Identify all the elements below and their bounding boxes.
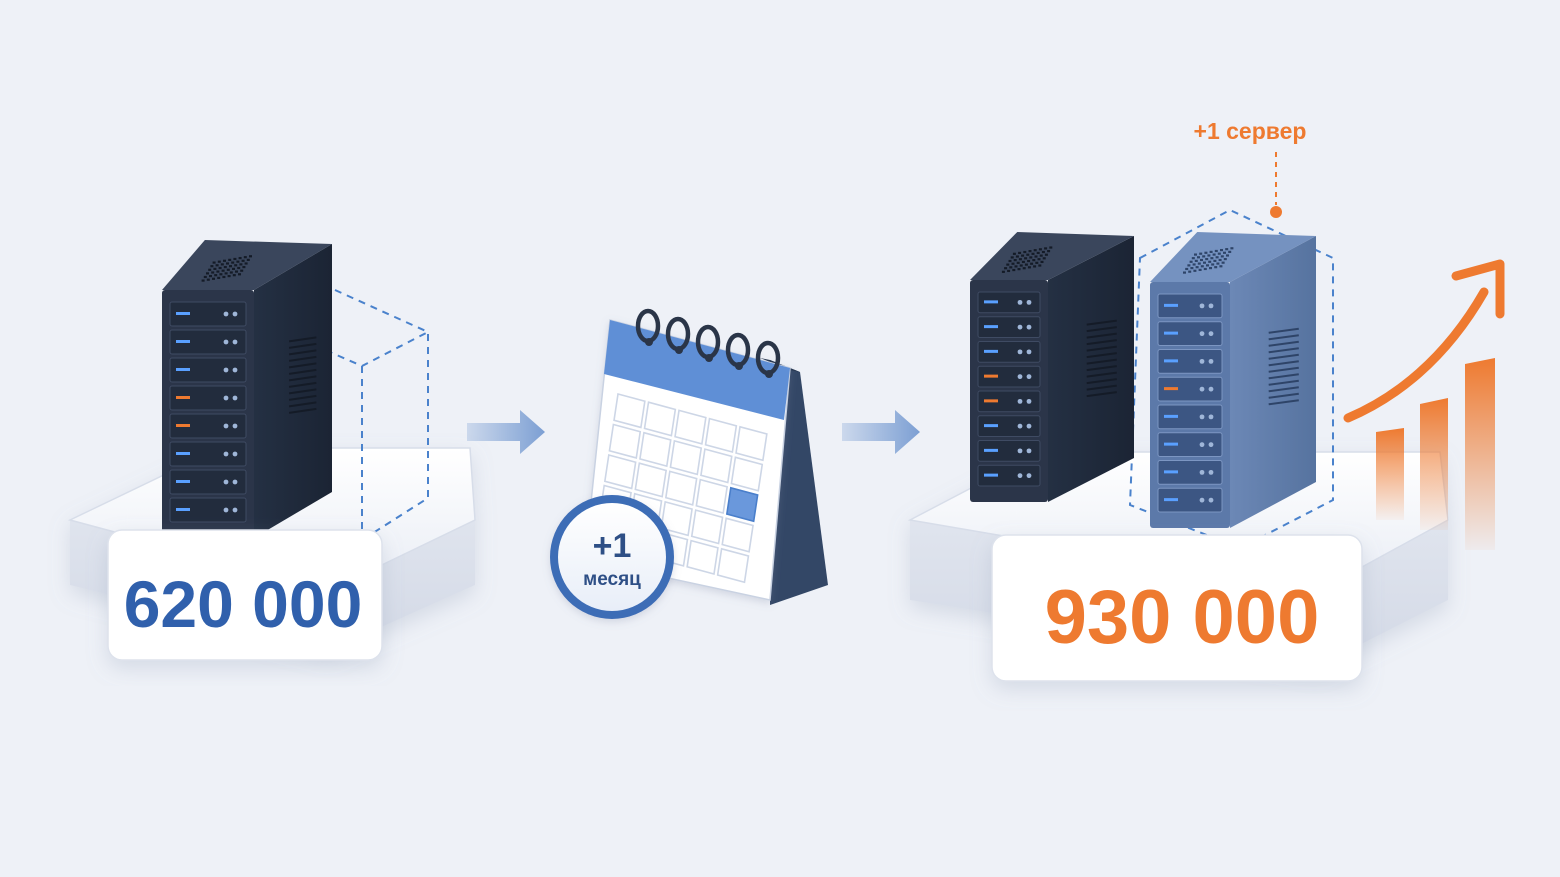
month-badge-unit: месяц [583, 569, 641, 590]
server-rack-icon [162, 240, 332, 538]
month-badge [550, 495, 674, 619]
new-server-outline [1128, 208, 1334, 550]
server-rack-icon [1150, 232, 1316, 528]
new-server-callout: +1 сервер [1194, 118, 1307, 144]
calendar-rings [635, 308, 781, 378]
month-badge-amount: +1 [593, 527, 632, 565]
new-server-callout-line [1270, 152, 1282, 218]
after-value-card [991, 534, 1363, 682]
growth-chart-icon [1343, 259, 1505, 550]
before-value-card [107, 529, 383, 661]
arrow-right-icon [842, 410, 920, 454]
arrow-right-icon [467, 410, 545, 454]
after-value: 930 000 [1045, 575, 1320, 660]
server-rack-icon [970, 232, 1134, 502]
before-value: 620 000 [124, 567, 363, 641]
empty-slot-outline [301, 289, 429, 541]
